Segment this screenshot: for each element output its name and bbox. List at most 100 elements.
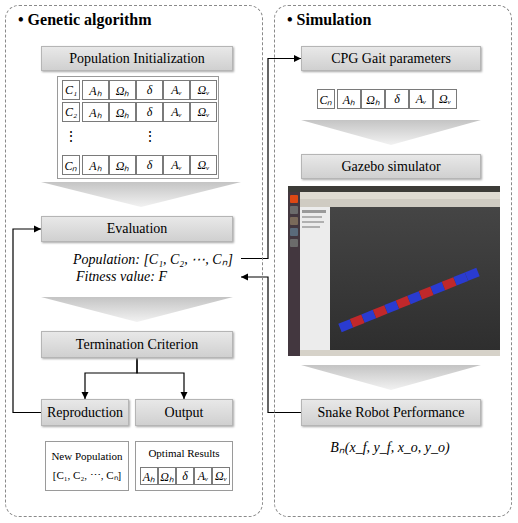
tool-bar [300, 199, 500, 207]
box-label: Evaluation [107, 221, 168, 237]
table-cell: C₂ [62, 102, 80, 122]
menu-bar [300, 192, 500, 199]
table-cell: Aᵥ [163, 102, 190, 122]
table-cell: δ [176, 467, 194, 485]
launcher-icon [290, 195, 298, 203]
evaluation-node: EvaluationPopulation: [C₁, C₂, ⋯, Cₙ]Fit… [41, 216, 241, 288]
result-box: Optimal ResultsAₕΩₕδAᵥΩᵥ [135, 441, 233, 491]
process-box: CPG Gait parameters [301, 46, 481, 71]
table-cell: Ωᵥ [190, 80, 217, 100]
process-box: Reproduction [41, 399, 129, 426]
flow-chevron [301, 120, 481, 145]
box-label: CPG Gait parameters [331, 51, 451, 67]
status-bar [300, 350, 500, 356]
table-cell: Ωᵥ [433, 89, 457, 109]
gazebo-screenshot [288, 186, 500, 356]
result-box: New Population [C₁, C₂, ⋯, Cₙ] [45, 441, 129, 491]
launcher-icon [290, 239, 298, 247]
process-box: Gazebo simulator [301, 154, 481, 179]
arrow-head [82, 392, 89, 399]
connector-line [241, 59, 301, 259]
result-heading: Optimal Results [136, 447, 232, 459]
table-cell: δ [385, 89, 409, 109]
table-cell: Cₙ [62, 155, 80, 175]
side-panel-line [302, 216, 322, 218]
dashed-panel: • Genetic algorithmPopulation Initializa… [5, 5, 263, 517]
evaluation-box: Evaluation [41, 216, 233, 242]
table-cell: Ωₕ [109, 80, 136, 100]
table-cell: Cₙ [317, 89, 335, 109]
process-box: Output [135, 399, 233, 426]
panel-heading: • Genetic algorithm [18, 11, 152, 29]
table-cell: Ωᵥ [212, 467, 230, 485]
top-bar [288, 186, 500, 192]
result-text: New Population [46, 450, 128, 462]
table-cell: Aᵥ [163, 80, 190, 100]
viewport [330, 207, 500, 350]
table-cell: Aᵥ [194, 467, 212, 485]
launcher [288, 192, 300, 356]
process-box: Population Initialization [41, 46, 233, 71]
connector [41, 297, 233, 322]
launcher-icon [290, 206, 298, 214]
connector [301, 365, 481, 390]
process-box: Snake Robot Performance [301, 399, 481, 426]
connector-line [85, 358, 137, 399]
population-table: C₁AₕΩₕδAᵥΩᵥC₂AₕΩₕδAᵥΩᵥ⋮⋮CₙAₕΩₕδAᵥΩᵥ [57, 76, 219, 179]
table-cell: ⋮ [82, 125, 217, 147]
connector [41, 182, 241, 207]
connector-line [13, 229, 41, 413]
screen-frame [288, 186, 500, 356]
panel-heading: • Simulation [287, 11, 371, 29]
table-cell: Aₕ [82, 80, 109, 100]
performance-label: Bₙ(x_f, y_f, x_o, y_o) [300, 437, 480, 456]
process-box: Termination Criterion [41, 331, 233, 358]
side-panel-line [302, 226, 320, 228]
connector [241, 55, 301, 259]
connector [301, 120, 481, 145]
connector-line [137, 358, 184, 399]
table-cell: ⋮ [62, 125, 80, 147]
launcher-icon [290, 228, 298, 236]
flow-chevron [41, 182, 241, 207]
connector [13, 226, 41, 413]
table-cell: Ωₕ [158, 467, 176, 485]
side-panel-line [302, 221, 324, 223]
table-cell: Ωᵥ [190, 102, 217, 122]
data-note: Fitness value: F [76, 269, 167, 285]
table-cell: C₁ [62, 80, 80, 100]
box-label: Snake Robot Performance [318, 405, 465, 421]
table-cell: Ωᵥ [190, 155, 217, 175]
side-panel [300, 207, 330, 350]
connector [82, 358, 138, 399]
table-cell: Aᵥ [163, 155, 190, 175]
side-panel-line [302, 210, 326, 213]
arrow-head [181, 392, 188, 399]
result-text: [C₁, C₂, ⋯, Cₙ] [46, 467, 128, 482]
flow-chevron [301, 365, 481, 390]
table-cell: δ [136, 80, 163, 100]
launcher-icon [290, 217, 298, 225]
table-cell: Aₕ [82, 155, 109, 175]
table-cell: Aₕ [337, 89, 361, 109]
arrow-head [34, 226, 41, 233]
table-cell: δ [136, 155, 163, 175]
connector-line [241, 277, 301, 413]
connector [241, 274, 301, 413]
flow-chevron [41, 297, 233, 322]
table-cell: Ωₕ [361, 89, 385, 109]
parameter-row: CₙAₕΩₕδAᵥΩᵥ [317, 89, 457, 109]
table-cell: Aₕ [82, 102, 109, 122]
snake-robot [340, 272, 478, 328]
connector [137, 358, 188, 399]
table-cell: Ωₕ [109, 155, 136, 175]
box-label: Gazebo simulator [341, 159, 440, 175]
table-cell: Ωₕ [109, 102, 136, 122]
table-cell: Aₕ [140, 467, 158, 485]
arrow-head [241, 274, 248, 281]
data-note: Population: [C₁, C₂, ⋯, Cₙ] [73, 249, 233, 268]
box-label: Termination Criterion [76, 337, 198, 353]
table-cell: δ [136, 102, 163, 122]
table-cell: Aᵥ [409, 89, 433, 109]
